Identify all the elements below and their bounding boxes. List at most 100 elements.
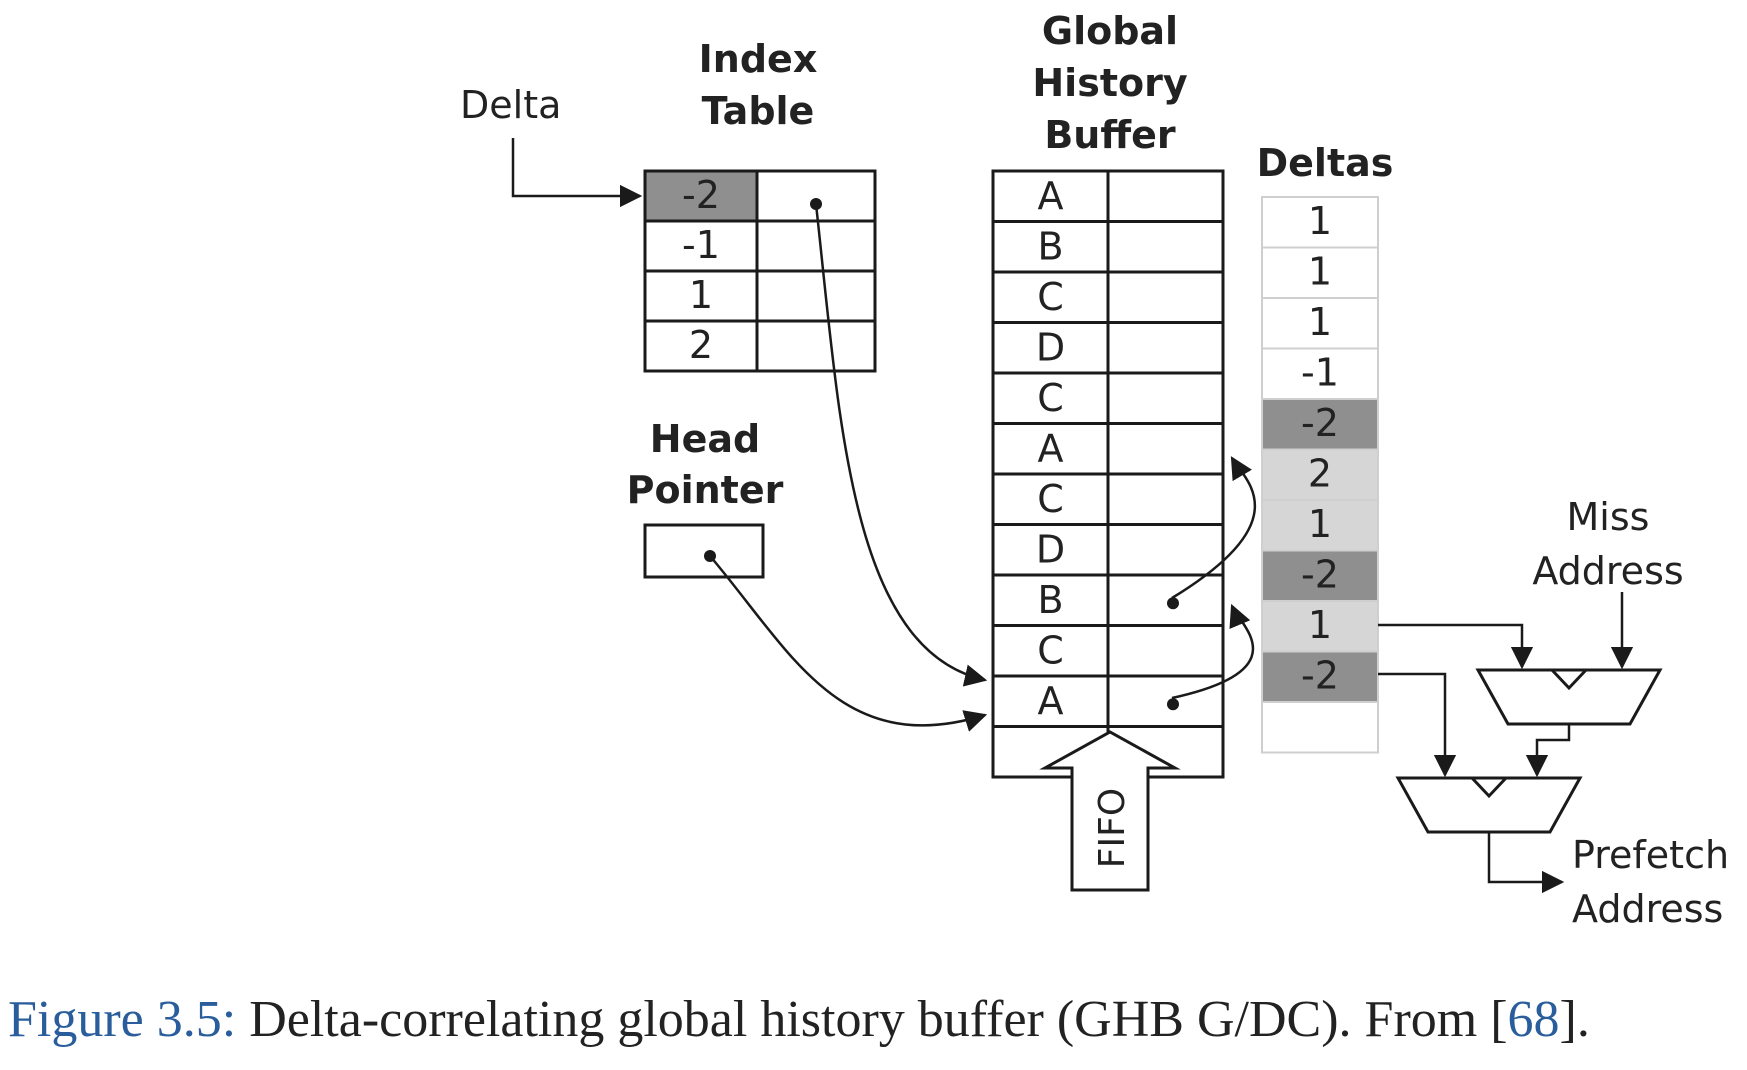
index-table-key-cell — [643, 319, 759, 373]
index-to-ghb-curve — [814, 203, 988, 687]
index-table-key: 1 — [689, 273, 713, 317]
svg-text:Index: Index — [699, 37, 818, 81]
ghb-entry: C — [1037, 275, 1064, 319]
index-table-pointer-cell — [755, 269, 877, 323]
miss-address-label: Miss Address — [1532, 495, 1683, 593]
delta-value: 1 — [1308, 502, 1332, 546]
adder-lower — [1395, 776, 1583, 834]
delta-cell — [1261, 347, 1379, 400]
delta-cell — [1261, 650, 1379, 703]
ghb-link-dot — [1167, 698, 1179, 711]
delta-to-lower-adder — [1378, 672, 1457, 778]
delta-cell — [1261, 196, 1379, 249]
delta-value: 1 — [1308, 300, 1332, 344]
ghb-link-cell — [1106, 169, 1225, 223]
prefetch-output-arrow — [1487, 832, 1565, 894]
ghb-address-cell — [991, 422, 1110, 476]
ghb-link-cell — [1106, 422, 1225, 476]
svg-text:Head: Head — [650, 417, 760, 461]
adder-upper — [1475, 668, 1663, 726]
ghb-entry: D — [1036, 326, 1065, 370]
upper-to-lower-adder — [1525, 724, 1571, 778]
fifo-label: FIFO — [1092, 788, 1133, 868]
delta-value: 1 — [1308, 603, 1332, 647]
delta-cell — [1261, 448, 1379, 501]
ghb-title: Global History Buffer — [1032, 9, 1187, 157]
ghb-link-cell — [1106, 321, 1225, 375]
ghb-address-cell — [991, 624, 1110, 678]
index-table-key: -2 — [682, 173, 720, 217]
delta-cell — [1261, 600, 1379, 653]
ghb-address-cell — [991, 321, 1110, 375]
ghb-link-dot — [1167, 597, 1179, 610]
delta-value: 1 — [1308, 250, 1332, 294]
index-table-pointer-cell — [755, 319, 877, 373]
svg-text:Prefetch: Prefetch — [1572, 833, 1729, 877]
ghb-link-cell — [1106, 220, 1225, 274]
delta-cell — [1261, 701, 1379, 754]
ghb-link-cell — [1106, 573, 1225, 627]
caption-ref: 68 — [1507, 991, 1560, 1048]
svg-text:Miss: Miss — [1567, 495, 1650, 539]
head-to-ghb-curve — [709, 555, 988, 732]
delta-cell — [1261, 398, 1379, 451]
fifo-arrow: FIFO — [1039, 730, 1181, 892]
ghb-address-cell — [991, 169, 1110, 223]
index-table-pointer-cell — [755, 219, 877, 273]
index-table: -2 -1 1 2 — [643, 169, 877, 373]
delta-value: 1 — [1308, 199, 1332, 243]
ghb-entry: B — [1037, 225, 1063, 269]
delta-value: -1 — [1301, 351, 1339, 395]
delta-input-arrow — [511, 138, 643, 208]
svg-text:Pointer: Pointer — [627, 468, 784, 512]
ghb-link-cell — [1106, 523, 1225, 577]
ghb-link-cell — [1106, 270, 1225, 324]
delta-value: 2 — [1308, 452, 1332, 496]
svg-text:History: History — [1032, 61, 1187, 105]
svg-text:Address: Address — [1572, 887, 1723, 931]
prefetch-address-label: Prefetch Address — [1572, 833, 1729, 931]
delta-to-upper-adder — [1378, 623, 1534, 670]
delta-value: -2 — [1301, 401, 1339, 445]
ghb-link-cell — [1106, 624, 1225, 678]
delta-cell — [1261, 499, 1379, 552]
svg-text:Buffer: Buffer — [1044, 113, 1176, 157]
ghb-link-curve-1 — [1171, 603, 1255, 700]
ghb-entry: A — [1038, 174, 1064, 218]
svg-text:Address: Address — [1532, 549, 1683, 593]
caption-suffix: ]. — [1559, 991, 1590, 1048]
ghb-diagram: Delta Index Table Global History Buffer … — [460, 9, 1729, 931]
delta-cell — [1261, 549, 1379, 602]
ghb-entry: C — [1037, 376, 1064, 420]
ghb-address-cell — [991, 220, 1110, 274]
delta-cell — [1261, 297, 1379, 350]
svg-text:Global: Global — [1042, 9, 1178, 53]
svg-text:Table: Table — [702, 89, 815, 133]
ghb-entry: A — [1038, 427, 1064, 471]
ghb-entry: D — [1036, 528, 1065, 572]
ghb-entry: B — [1037, 578, 1063, 622]
caption-text: Delta-correlating global history buffer … — [236, 991, 1508, 1048]
caption-prefix: Figure 3.5: — [8, 991, 237, 1048]
index-table-key: -1 — [682, 223, 720, 267]
deltas-title: Deltas — [1257, 141, 1394, 185]
delta-cell — [1261, 246, 1379, 299]
ghb-address-cell — [991, 573, 1110, 627]
head-pointer-title: Head Pointer — [627, 417, 784, 512]
ghb-link-curve-2 — [1171, 456, 1257, 600]
delta-value: -2 — [1301, 654, 1339, 698]
ghb-link-cell — [1106, 674, 1225, 728]
ghb-address-cell — [991, 523, 1110, 577]
delta-value: -2 — [1301, 553, 1339, 597]
delta-label: Delta — [460, 83, 561, 127]
ghb-entry: C — [1037, 629, 1064, 673]
figure-caption: Figure 3.5: Delta-correlating global his… — [8, 990, 1743, 1049]
deltas-column: 1 1 1 -1 -2 2 1 -2 1 -2 — [1261, 196, 1379, 754]
ghb-entry: A — [1038, 679, 1064, 723]
ghb-link-cell — [1106, 472, 1225, 526]
ghb-link-cell — [1106, 371, 1225, 425]
index-table-title: Index Table — [699, 37, 818, 133]
head-pointer-box — [643, 523, 765, 579]
index-table-key: 2 — [689, 323, 713, 367]
